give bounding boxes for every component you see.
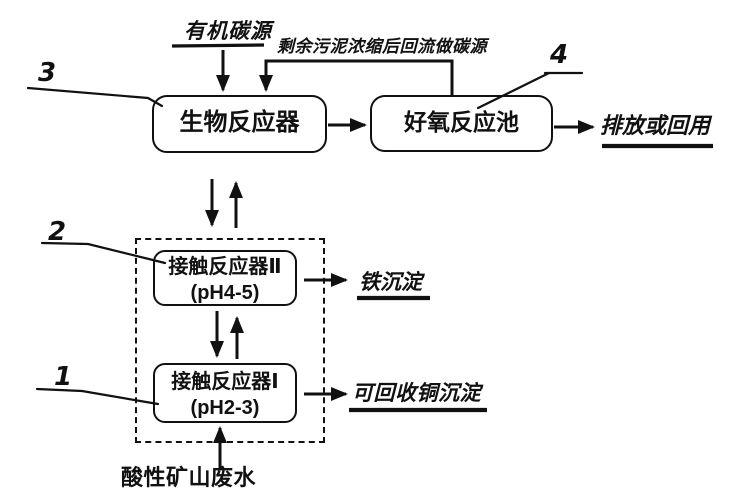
ref-numeral-2: 2 — [48, 217, 67, 247]
ref-numeral-3: 3 — [38, 58, 57, 88]
contact-reactor-1-label: 接触反应器Ⅰ — [171, 371, 279, 393]
aerobic-tank-box: 好氧反应池 — [370, 95, 553, 152]
copper-precipitate-label: 可回收铜沉淀 — [352, 382, 481, 405]
organic-carbon-label: 有机碳源 — [184, 20, 272, 43]
iron-precipitate-label: 铁沉淀 — [359, 271, 422, 294]
ref-numeral-4: 4 — [550, 40, 569, 70]
sludge-recycle-arrow — [259, 59, 454, 95]
ref-numeral-1: 1 — [54, 362, 73, 392]
organic-carbon-underline — [171, 43, 265, 48]
contact-reactor-1-ph-label: (pH2-3) — [190, 397, 260, 419]
contact-reactor-2-ph-label: (pH4-5) — [190, 282, 260, 304]
bio-reactor-box: 生物反应器 — [152, 95, 327, 153]
ref-3-leader-line — [26, 86, 164, 108]
aerobic-tank-label: 好氧反应池 — [404, 109, 519, 135]
sludge-recycle-label: 剩余污泥浓缩后回流做碳源 — [277, 37, 487, 56]
contact-reactor-2-label: 接触反应器Ⅱ — [168, 256, 282, 278]
contact-reactor-1-box: 接触反应器Ⅰ (pH2-3) — [153, 363, 297, 423]
acid-mine-wastewater-label: 酸性矿山废水 — [121, 465, 257, 490]
discharge-or-reuse-label: 排放或回用 — [600, 113, 711, 138]
contact-reactor-2-box: 接触反应器Ⅱ (pH4-5) — [153, 250, 297, 306]
contact-reactors-dashed-group — [135, 238, 325, 443]
bio-reactor-label: 生物反应器 — [179, 109, 300, 136]
